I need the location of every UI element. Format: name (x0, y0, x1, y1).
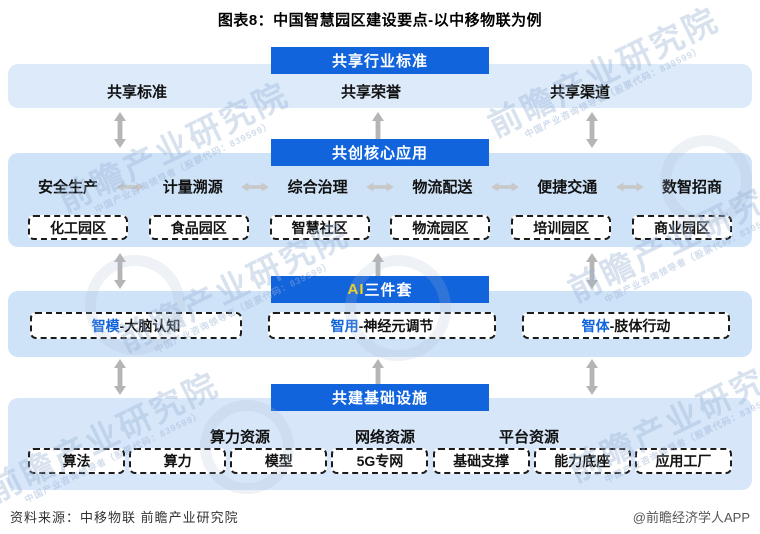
double-arrow-horizontal-icon (116, 181, 145, 192)
infra-box: 模型 (230, 448, 328, 474)
double-arrow-horizontal-icon (490, 181, 519, 192)
double-arrow-vertical-icon (114, 359, 126, 395)
park-box: 培训园区 (511, 215, 612, 240)
parks-row: 化工园区 食品园区 智慧社区 物流园区 培训园区 商业园区 (8, 215, 752, 240)
infra-box: 5G专网 (331, 448, 429, 474)
ai-header-prefix: AI (347, 281, 365, 298)
section-header-standards: 共享行业标准 (271, 47, 489, 74)
park-box: 智慧社区 (269, 215, 370, 240)
park-box: 食品园区 (148, 215, 249, 240)
ai-box-rest: -神经元调节 (358, 317, 434, 334)
ai-box: 智用-神经元调节 (268, 312, 496, 339)
standards-item: 共享渠道 (549, 84, 611, 101)
ai-box-highlight: 智体 (581, 317, 610, 334)
ai-box-rest: -大脑认知 (119, 317, 181, 334)
infra-box: 算力 (129, 448, 227, 474)
park-box: 物流园区 (390, 215, 491, 240)
app-item: 物流配送 (412, 179, 473, 196)
app-item: 便捷交通 (537, 179, 598, 196)
ai-box-rest: -肢体行动 (609, 317, 671, 334)
double-arrow-horizontal-icon (615, 181, 644, 192)
standards-item: 共享标准 (106, 84, 168, 101)
infra-group-header: 平台资源 (498, 429, 560, 446)
chart-title: 图表8：中国智慧园区建设要点-以中移物联为例 (217, 12, 543, 29)
double-arrow-horizontal-icon (366, 181, 394, 192)
band-applications (8, 153, 752, 247)
infrastructure-row: 算法 算力 模型 5G专网 基础支撑 能力底座 应用工厂 (8, 448, 752, 474)
ai-row: 智模-大脑认知 智用-神经元调节 智体-肢体行动 (8, 312, 752, 339)
ai-box: 智模-大脑认知 (30, 312, 242, 339)
band-infrastructure (8, 398, 752, 490)
double-arrow-horizontal-icon (241, 181, 270, 192)
infra-box: 算法 (28, 448, 125, 474)
section-header-infrastructure: 共建基础设施 (271, 384, 489, 411)
app-item: 计量溯源 (162, 179, 223, 196)
double-arrow-vertical-icon (586, 359, 598, 395)
double-arrow-vertical-icon (586, 253, 598, 289)
park-box: 商业园区 (631, 215, 732, 240)
double-arrow-vertical-icon (114, 253, 126, 289)
standards-item: 共享荣誉 (340, 84, 402, 101)
ai-box-highlight: 智模 (91, 317, 120, 334)
section-header-applications: 共创核心应用 (271, 139, 489, 166)
park-box: 化工园区 (28, 215, 128, 240)
infra-box: 应用工厂 (634, 448, 732, 474)
infra-group-header: 算力资源 (209, 429, 271, 446)
infra-box: 基础支撑 (432, 448, 530, 474)
infra-box: 能力底座 (533, 448, 631, 474)
double-arrow-vertical-icon (114, 112, 126, 148)
ai-box-highlight: 智用 (330, 317, 359, 334)
app-item: 安全生产 (38, 179, 99, 196)
applications-row: 安全生产 计量溯源 综合治理 物流配送 便捷交通 数智招商 (8, 176, 752, 197)
credit-note: @前瞻经济学人APP (632, 510, 750, 525)
app-item: 数智招商 (661, 179, 722, 196)
source-note: 资料来源：中移物联 前瞻产业研究院 (10, 510, 239, 525)
ai-box: 智体-肢体行动 (522, 312, 730, 339)
app-item: 综合治理 (287, 179, 348, 196)
ai-header-suffix: 三件套 (364, 282, 413, 299)
infra-group-header: 网络资源 (354, 429, 416, 446)
double-arrow-vertical-icon (586, 112, 598, 148)
